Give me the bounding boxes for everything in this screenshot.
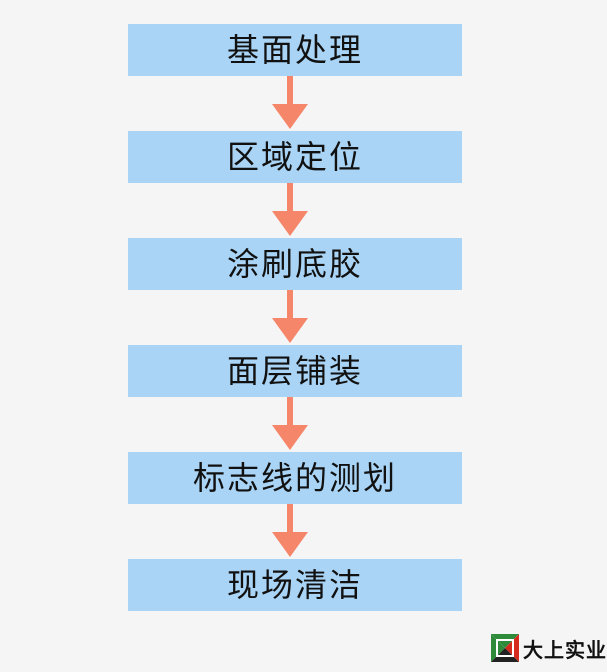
step-box-5: 标志线的测划 xyxy=(128,452,462,504)
arrow-down-icon xyxy=(270,183,310,238)
step-box-4: 面层铺装 xyxy=(128,345,462,397)
step-label-4: 面层铺装 xyxy=(226,352,363,390)
arrow-down-icon xyxy=(270,504,310,559)
logo-mark-icon xyxy=(491,634,519,662)
step-box-1: 基面处理 xyxy=(128,24,462,76)
step-label-5: 标志线的测划 xyxy=(192,459,397,497)
step-box-2: 区域定位 xyxy=(128,131,462,183)
watermark-logo: 大上实业 xyxy=(491,633,607,663)
arrow-down-icon xyxy=(270,290,310,345)
step-label-3: 涂刷底胶 xyxy=(226,245,363,283)
step-box-6: 现场清洁 xyxy=(128,559,462,611)
arrow-down-icon xyxy=(270,76,310,131)
step-label-6: 现场清洁 xyxy=(226,566,363,604)
arrow-down-icon xyxy=(270,397,310,452)
watermark-text: 大上实业 xyxy=(523,637,607,662)
step-box-3: 涂刷底胶 xyxy=(128,238,462,290)
step-label-1: 基面处理 xyxy=(226,31,363,69)
step-label-2: 区域定位 xyxy=(226,138,363,176)
